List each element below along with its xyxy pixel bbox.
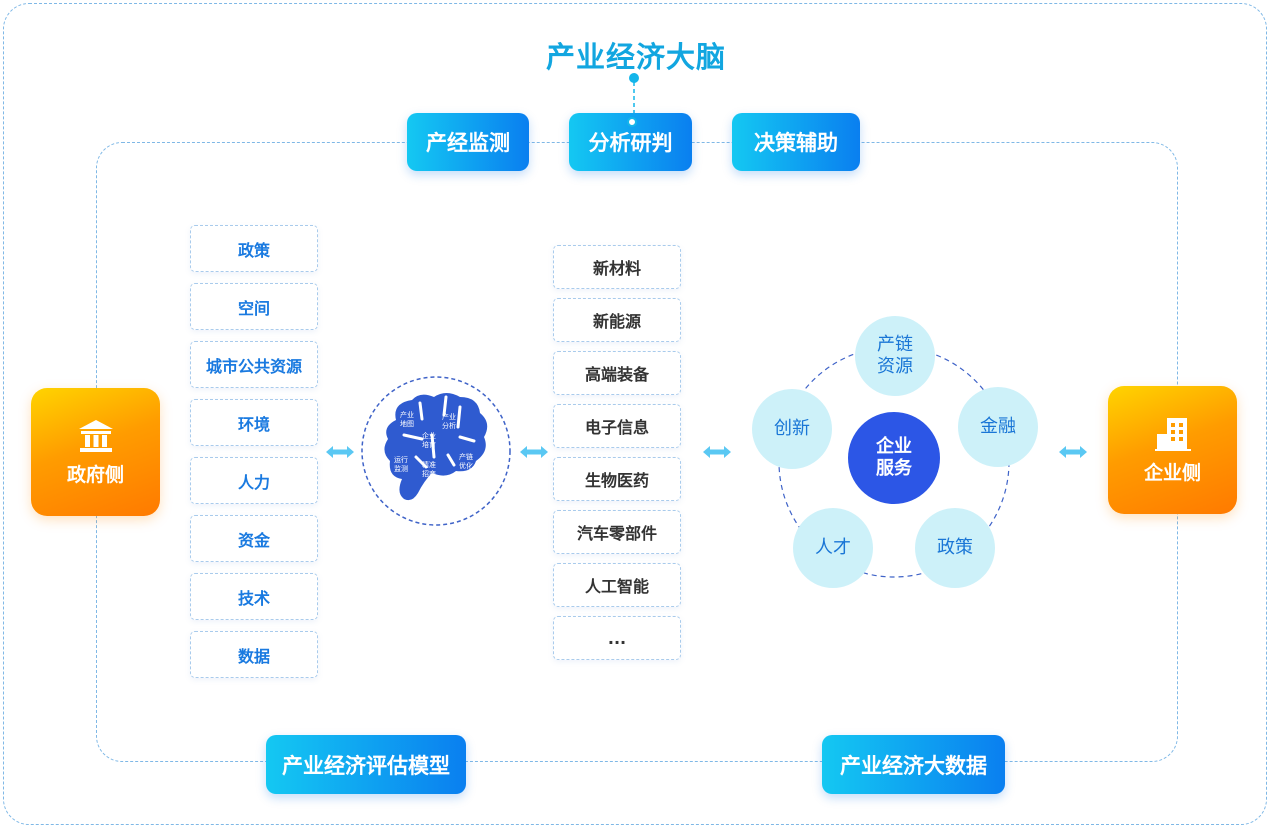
industry-item-ai[interactable]: 人工智能 <box>553 563 681 607</box>
industry-item-electronics[interactable]: 电子信息 <box>553 404 681 448</box>
industry-item-biomedicine[interactable]: 生物医药 <box>553 457 681 501</box>
brain-label-2: 企业培育 <box>422 431 436 449</box>
office-building-icon <box>1154 417 1191 451</box>
arrow-brain-industry-icon <box>520 446 548 458</box>
brain-label-1: 产业分析 <box>442 412 456 430</box>
orbit-innovation[interactable]: 创新 <box>752 389 832 469</box>
analysis-connector-dot <box>627 117 637 127</box>
big-data-button[interactable]: 产业经济大数据 <box>822 735 1005 794</box>
industry-item-high-end-equipment[interactable]: 高端装备 <box>553 351 681 395</box>
brain-icon: 产业地图 产业分析 企业培育 运行监测 产链优化 精准招商 <box>361 376 511 526</box>
enterprise-service-center[interactable]: 企业 服务 <box>848 412 940 504</box>
arrow-gov-brain-icon <box>326 446 354 458</box>
gov-item-environment[interactable]: 环境 <box>190 399 318 446</box>
government-building-icon <box>78 419 113 452</box>
gov-item-policy[interactable]: 政策 <box>190 225 318 272</box>
gov-item-technology[interactable]: 技术 <box>190 573 318 620</box>
enterprise-side-box[interactable]: 企业侧 <box>1108 386 1237 514</box>
industry-item-auto-parts[interactable]: 汽车零部件 <box>553 510 681 554</box>
orbit-policy[interactable]: 政策 <box>915 508 995 588</box>
outer-frame <box>3 3 1267 825</box>
government-side-box[interactable]: 政府侧 <box>31 388 160 516</box>
gov-item-data[interactable]: 数据 <box>190 631 318 678</box>
brain-label-5: 精准招商 <box>422 460 436 478</box>
industry-item-more[interactable]: ... <box>553 616 681 660</box>
industry-item-new-energy[interactable]: 新能源 <box>553 298 681 342</box>
gov-item-funds[interactable]: 资金 <box>190 515 318 562</box>
page-title: 产业经济大脑 <box>545 40 726 74</box>
brain-label-4: 产链优化 <box>459 452 473 470</box>
gov-item-public-resources[interactable]: 城市公共资源 <box>190 341 318 388</box>
orbit-chain-resources[interactable]: 产链 资源 <box>855 316 935 396</box>
gov-item-manpower[interactable]: 人力 <box>190 457 318 504</box>
gov-item-space[interactable]: 空间 <box>190 283 318 330</box>
evaluation-model-button[interactable]: 产业经济评估模型 <box>266 735 466 794</box>
industry-item-new-materials[interactable]: 新材料 <box>553 245 681 289</box>
arrow-service-enterprise-icon <box>1059 446 1087 458</box>
monitor-button[interactable]: 产经监测 <box>407 113 529 171</box>
decision-button[interactable]: 决策辅助 <box>732 113 860 171</box>
orbit-talent[interactable]: 人才 <box>793 508 873 588</box>
government-side-label: 政府侧 <box>66 463 124 486</box>
enterprise-side-label: 企业侧 <box>1143 461 1201 484</box>
arrow-industry-service-icon <box>703 446 731 458</box>
brain-label-0: 产业地图 <box>400 410 414 428</box>
brain-label-3: 运行监测 <box>394 455 408 473</box>
orbit-finance[interactable]: 金融 <box>958 387 1038 467</box>
title-connector-dot <box>629 73 639 83</box>
